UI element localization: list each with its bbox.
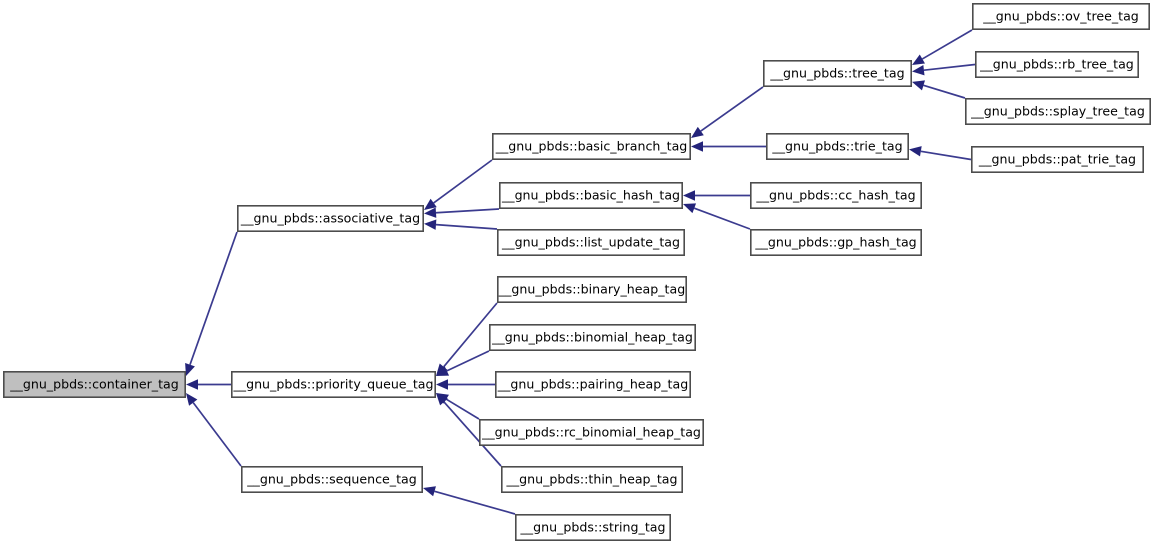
inheritance-edge	[443, 401, 502, 467]
inheritance-edge	[434, 490, 516, 515]
inheritance-edge	[446, 350, 490, 372]
class-node-sequence_tag[interactable]: __gnu_pbds::sequence_tag	[241, 465, 423, 493]
class-node-thin_heap_tag[interactable]: __gnu_pbds::thin_heap_tag	[500, 465, 683, 493]
class-node-rc_binomial_heap_tag[interactable]: __gnu_pbds::rc_binomial_heap_tag	[478, 418, 704, 446]
inheritance-arrowhead	[424, 219, 437, 230]
inheritance-arrowhead	[186, 379, 198, 390]
inheritance-edge	[445, 398, 480, 420]
class-node-list_update_tag[interactable]: __gnu_pbds::list_update_tag	[496, 229, 685, 257]
inheritance-edge	[700, 86, 764, 132]
inheritance-edge	[433, 159, 493, 204]
class-node-cc_hash_tag[interactable]: __gnu_pbds::cc_hash_tag	[749, 182, 922, 210]
class-node-box[interactable]	[237, 205, 424, 233]
class-node-binomial_heap_tag[interactable]: __gnu_pbds::binomial_heap_tag	[488, 323, 696, 351]
class-node-box[interactable]	[498, 182, 683, 210]
class-node-box[interactable]	[231, 370, 436, 398]
inheritance-edge	[443, 302, 498, 368]
inheritance-arrowhead	[436, 393, 448, 406]
inheritance-edge	[920, 150, 972, 161]
class-node-priority_queue_tag[interactable]: __gnu_pbds::priority_queue_tag	[231, 370, 436, 398]
class-node-trie_tag[interactable]: __gnu_pbds::trie_tag	[765, 133, 909, 161]
class-node-box[interactable]	[765, 133, 909, 161]
class-node-box[interactable]	[2, 370, 186, 398]
class-node-pat_trie_tag[interactable]: __gnu_pbds::pat_trie_tag	[970, 146, 1144, 174]
class-node-binary_heap_tag[interactable]: __gnu_pbds::binary_heap_tag	[496, 275, 687, 303]
class-node-ov_tree_tag[interactable]: __gnu_pbds::ov_tree_tag	[971, 2, 1150, 30]
class-node-box[interactable]	[496, 229, 685, 257]
class-node-splay_tree_tag[interactable]: __gnu_pbds::splay_tree_tag	[964, 98, 1151, 126]
inheritance-arrowhead	[912, 65, 925, 76]
inheritance-arrowhead	[683, 190, 695, 201]
inheritance-edge	[435, 208, 500, 214]
class-node-rb_tree_tag[interactable]: __gnu_pbds::rb_tree_tag	[974, 50, 1139, 78]
inheritance-arrowhead	[691, 126, 704, 138]
class-node-box[interactable]	[241, 465, 423, 493]
class-node-gp_hash_tag[interactable]: __gnu_pbds::gp_hash_tag	[749, 229, 922, 257]
class-node-basic_hash_tag[interactable]: __gnu_pbds::basic_hash_tag	[498, 182, 683, 210]
class-node-box[interactable]	[500, 465, 683, 493]
class-node-box[interactable]	[491, 133, 691, 161]
class-node-box[interactable]	[974, 50, 1139, 78]
inheritance-arrowhead	[683, 203, 697, 214]
class-node-container_tag[interactable]: __gnu_pbds::container_tag	[2, 370, 186, 398]
inheritance-edge	[923, 84, 966, 99]
inheritance-arrowhead	[436, 366, 450, 376]
class-node-box[interactable]	[494, 370, 691, 398]
class-node-box[interactable]	[496, 275, 687, 303]
inheritance-arrowhead	[691, 141, 703, 152]
inheritance-edge	[189, 231, 238, 365]
inheritance-edge	[923, 63, 976, 72]
class-node-string_tag[interactable]: __gnu_pbds::string_tag	[514, 513, 671, 541]
class-node-box[interactable]	[514, 513, 671, 541]
inheritance-arrowhead	[909, 146, 922, 157]
edge-layer	[185, 29, 976, 515]
inheritance-edge	[921, 29, 973, 60]
class-node-box[interactable]	[762, 59, 912, 87]
class-node-pairing_heap_tag[interactable]: __gnu_pbds::pairing_heap_tag	[494, 370, 691, 398]
class-node-tree_tag[interactable]: __gnu_pbds::tree_tag	[762, 59, 912, 87]
inheritance-edge	[435, 223, 498, 230]
inheritance-arrowhead	[436, 379, 448, 390]
inheritance-arrowhead	[185, 362, 195, 376]
class-node-basic_branch_tag[interactable]: __gnu_pbds::basic_branch_tag	[491, 133, 691, 161]
inheritance-arrowhead	[186, 393, 198, 406]
class-node-box[interactable]	[970, 146, 1144, 174]
inheritance-edge	[192, 402, 242, 467]
inheritance-edge	[693, 207, 751, 230]
class-node-box[interactable]	[488, 323, 696, 351]
inheritance-arrowhead	[423, 486, 436, 497]
inheritance-arrowhead	[424, 207, 437, 218]
inheritance-arrowhead	[424, 198, 437, 210]
inheritance-arrowhead	[912, 80, 925, 91]
class-node-box[interactable]	[964, 98, 1151, 126]
class-node-box[interactable]	[971, 2, 1150, 30]
class-node-box[interactable]	[749, 182, 922, 210]
inheritance-arrowhead	[912, 54, 925, 65]
class-node-associative_tag[interactable]: __gnu_pbds::associative_tag	[237, 205, 424, 233]
class-node-box[interactable]	[749, 229, 922, 257]
class-node-box[interactable]	[478, 418, 704, 446]
